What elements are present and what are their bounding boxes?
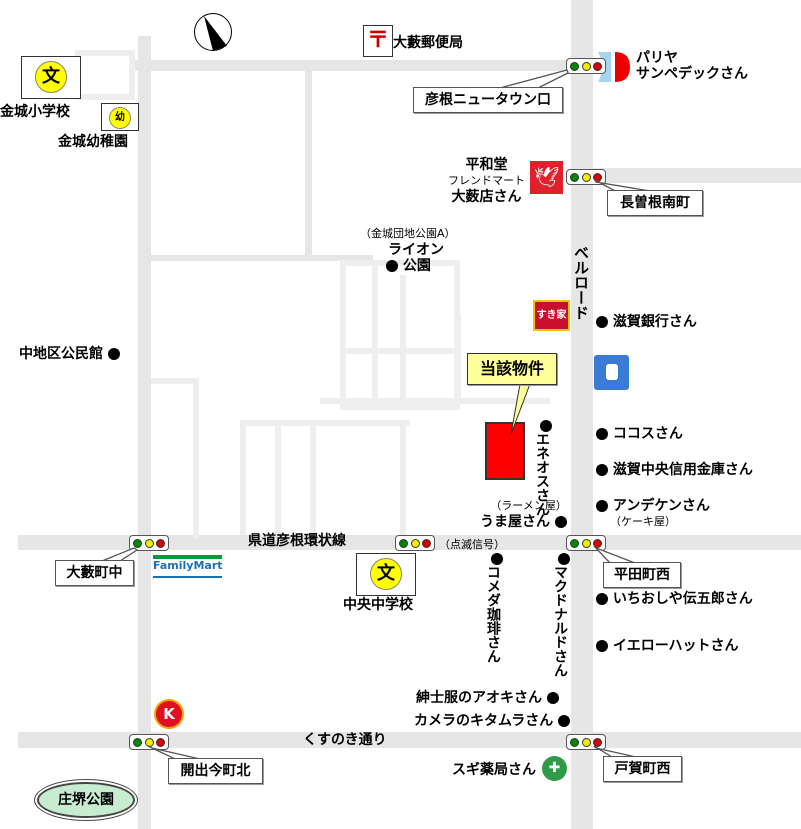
school-icon: 文 [356,553,416,596]
yellowhat-label: イエローハットさん [596,638,738,654]
prefectural-road-label: 県道彦根環状線 [248,533,346,549]
road-inner-v7 [275,420,281,535]
road-school-west [75,50,135,100]
eneos-label: エネオスさん [533,420,552,516]
traffic-signal-icon [395,535,435,551]
road-left-vertical [138,36,151,829]
traffic-signal-icon [566,734,606,750]
shiga-bank-label: 滋賀銀行さん [596,314,697,330]
road-inner-v5 [193,378,199,538]
sugi-logo-icon: ✚ [542,756,567,781]
sukiya-logo-icon: すき家 [533,300,570,331]
traffic-signal-icon [129,535,169,551]
traffic-signal-icon [566,169,606,185]
road-inner-h1 [151,255,373,261]
post-office-label: 大藪郵便局 [393,35,463,51]
post-office-icon: 〒 [363,25,393,57]
blinking-signal-label: （点滅信号） [439,538,505,551]
road-top [130,60,593,71]
sugi-label: スギ薬局さん [452,762,536,778]
heiwado-label: 平和堂フレンドマート大薮店さん [448,157,525,205]
road-inner-h5 [240,420,410,426]
bell-road-label: ベルロード [572,245,590,320]
traffic-signal-icon [566,58,606,74]
familymart-logo-icon: FamilyMart [153,555,223,578]
signal-label-hikone-newtown: 彦根ニュータウン口 [413,87,563,113]
road-inner-v2 [372,260,378,400]
north-arrow-icon [194,13,232,51]
kusunoki-road-label: くすのき通り [303,732,387,748]
property-callout: 当該物件 [467,353,557,385]
andeken-label: アンデケンさん（ケーキ屋） [596,498,710,530]
chuo-jhs-label: 中央中学校 [343,597,413,613]
road-inner-h3 [320,398,550,404]
komeda-label: コメダ珈琲さん [484,553,503,663]
signal-label-hirata: 平田町西 [603,562,681,588]
road-inner-v4 [455,315,461,405]
community-hall-label: 中地区公民館 [19,346,120,362]
shiga-chuo-label: 滋賀中央信用金庫さん [596,462,753,478]
road-inner-v9 [400,420,406,535]
road-inner-h4 [151,378,196,384]
umaya-label: （ラーメン屋）うま屋さん [480,499,567,530]
road-inner-v1 [305,70,312,260]
signal-label-kaide: 開出今町北 [168,758,263,784]
cocos-label: ココスさん [596,426,683,442]
road-inner-v6 [240,420,246,535]
kindergarten-icon: 幼 [101,103,139,131]
road-inner-v8 [310,420,316,535]
lawson-station-icon [594,355,629,390]
road-inner-h2 [345,348,455,354]
signal-label-nagasone: 長曽根南町 [607,190,703,216]
paliya-label: パリヤサンペデックさん [636,50,748,82]
kinjo-kindergarten-label: 金城幼稚園 [58,134,128,150]
property-marker [485,422,525,480]
traffic-signal-icon [129,734,169,750]
school-icon: 文 [21,56,81,99]
kitamura-label: カメラのキタムラさん [414,713,571,729]
aoki-label: 紳士服のアオキさん [416,690,559,706]
traffic-signal-icon [566,535,606,551]
signal-label-toga: 戸賀町西 [603,756,682,782]
kinjo-elementary-label: 金城小学校 [0,104,70,120]
mcdonalds-label: マクドナルドさん [551,553,570,677]
road-inner-v3 [400,275,406,405]
road-nagasone [593,168,801,183]
road-bell [571,0,593,829]
shosakai-park-label: 庄堺公園 [37,782,135,818]
circle-k-logo-icon: K [156,701,182,727]
lion-park-label: （金城団地公園A）ライオン 公園 [360,227,456,274]
signal-label-oyabu: 大藪町中 [55,560,134,586]
heiwado-logo-icon: 🕊 [530,161,563,194]
ichioshiya-label: いちおしや伝五郎さん [596,591,753,607]
